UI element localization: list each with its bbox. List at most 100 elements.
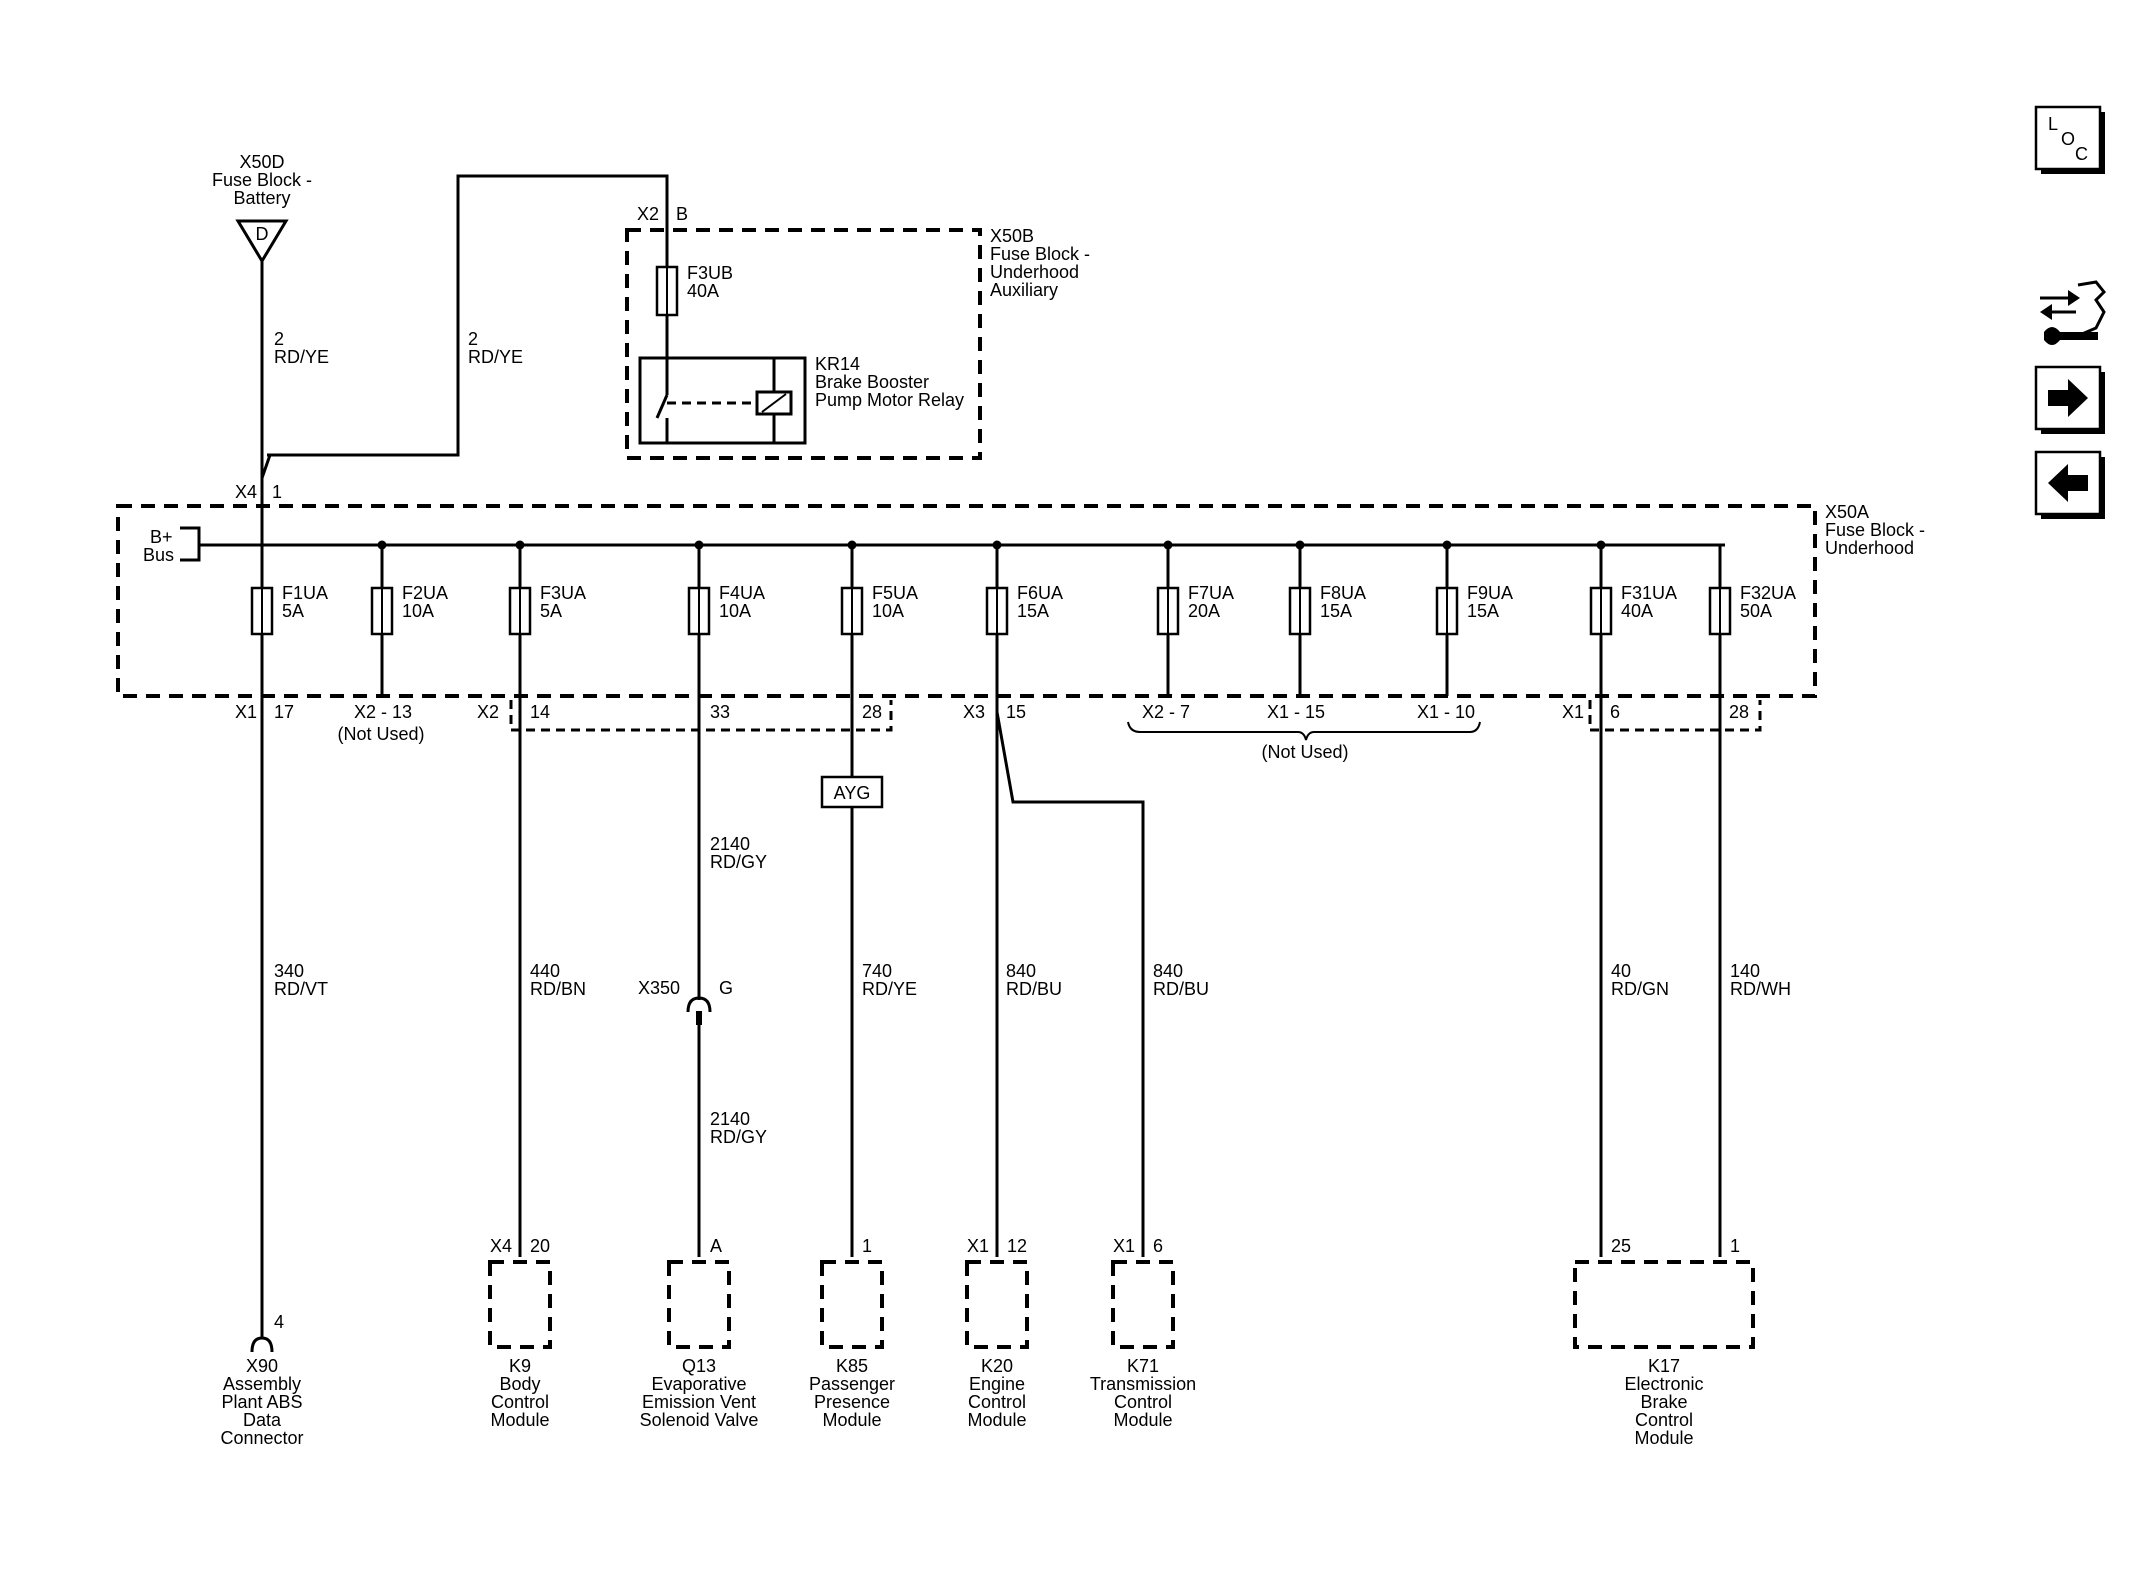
k9-label: K9	[509, 1356, 531, 1376]
fuse-name: F6UA	[1017, 583, 1063, 603]
x50b-pin: B	[676, 204, 688, 224]
next-page-button[interactable]	[2034, 365, 2105, 434]
arrow-right-frame	[2034, 365, 2102, 431]
pin-not-used-1: (Not Used)	[337, 724, 424, 744]
not-used-brace	[1127, 721, 1481, 741]
x50a-output-pins: X1 17 X2 - 13 (Not Used) X2 14 33 28 X3 …	[235, 700, 1762, 762]
f3ub-name: F3UB	[687, 263, 733, 283]
pin-x2-7: X2 - 7	[1142, 702, 1190, 722]
x90-desc-3: Data	[243, 1410, 282, 1430]
x2-connector-shell	[509, 700, 893, 732]
pin-x1-17: 17	[274, 702, 294, 722]
fuse-amperage: 10A	[719, 601, 751, 621]
x90-desc-1: Assembly	[223, 1374, 301, 1394]
wire-340-color: RD/VT	[274, 979, 328, 999]
x50a-fuses: F1UA5AF2UA10AF3UA5AF4UA10AF5UA10AF6UA15A…	[250, 540, 1796, 696]
x50d-label: X50D	[239, 152, 284, 172]
wire-440-num: 440	[530, 961, 560, 981]
arrow-right-icon	[2048, 379, 2088, 417]
fuse-amperage: 5A	[282, 601, 304, 621]
diagnostic-tool-button[interactable]	[2040, 280, 2107, 345]
bus-bracket	[180, 526, 201, 562]
fuse-amperage: 10A	[402, 601, 434, 621]
pin-x1-10: X1 - 10	[1417, 702, 1475, 722]
x4-pin: 1	[272, 482, 282, 502]
q13-desc-1: Evaporative	[651, 1374, 746, 1394]
wire-140-num: 140	[1730, 961, 1760, 981]
x50a-fuse-block-underhood: X50A Fuse Block - Underhood B+ Bus F1UA5…	[116, 502, 1925, 698]
pin-x3: X3	[963, 702, 985, 722]
previous-page-button[interactable]	[2034, 450, 2105, 519]
fuse-amperage: 15A	[1320, 601, 1352, 621]
wire-2140a-color: RD/GY	[710, 852, 767, 872]
pin-x1-15: X1 - 15	[1267, 702, 1325, 722]
k20-desc-2: Control	[968, 1392, 1026, 1412]
kr14-label: KR14	[815, 354, 860, 374]
ayg-label: AYG	[834, 783, 871, 803]
wire-340-num: 340	[274, 961, 304, 981]
wire-2140b-num: 2140	[710, 1109, 750, 1129]
nav-toolbar: L O C	[2034, 105, 2107, 519]
fuse-name: F32UA	[1740, 583, 1796, 603]
fuse-name: F31UA	[1621, 583, 1677, 603]
fuse-name: F9UA	[1467, 583, 1513, 603]
x50b-conn: X2	[637, 204, 659, 224]
pin-x2-13: X2 - 13	[354, 702, 412, 722]
fuse-name: F1UA	[282, 583, 328, 603]
pin-x3-15: 15	[1006, 702, 1026, 722]
location-button[interactable]: L O C	[2034, 105, 2105, 174]
pin-x2-33: 33	[710, 702, 730, 722]
k17-desc-3: Control	[1635, 1410, 1693, 1430]
k71-desc-3: Module	[1113, 1410, 1172, 1430]
wire-840a-num: 840	[1006, 961, 1036, 981]
bus-label: B+	[150, 527, 173, 547]
k71-module-box	[1111, 1260, 1175, 1349]
pin-x2-28: 28	[862, 702, 882, 722]
wire-740-num: 740	[862, 961, 892, 981]
k71-desc-1: Transmission	[1090, 1374, 1196, 1394]
k20-desc-1: Engine	[969, 1374, 1025, 1394]
fuse-amperage: 40A	[1621, 601, 1653, 621]
pin-x1-6: 6	[1610, 702, 1620, 722]
feed-left-num: 2	[274, 329, 284, 349]
fuse-amperage: 5A	[540, 601, 562, 621]
k17-desc-1: Electronic	[1624, 1374, 1703, 1394]
x350-pin	[696, 1011, 702, 1025]
loc-o: O	[2061, 129, 2075, 149]
loc-l: L	[2048, 114, 2058, 134]
k9-pin: 20	[530, 1236, 550, 1256]
wire-2140a-num: 2140	[710, 834, 750, 854]
x1-connector-shell	[1588, 700, 1762, 732]
x50b-desc-3: Auxiliary	[990, 280, 1058, 300]
x50d-desc-1: Fuse Block -	[212, 170, 312, 190]
q13-label: Q13	[682, 1356, 716, 1376]
k9-desc-3: Module	[490, 1410, 549, 1430]
k85-desc-2: Presence	[814, 1392, 890, 1412]
q13-pin: A	[710, 1236, 722, 1256]
pin-x1b: X1	[1562, 702, 1584, 722]
q13-desc-2: Emission Vent	[642, 1392, 756, 1412]
wire-840a-color: RD/BU	[1006, 979, 1062, 999]
k20-pin: 12	[1007, 1236, 1027, 1256]
loc-c: C	[2075, 144, 2088, 164]
bus-desc: Bus	[143, 545, 174, 565]
k17-desc-4: Module	[1634, 1428, 1693, 1448]
feed-right-num: 2	[468, 329, 478, 349]
x50d-fuse-block-battery: X50D Fuse Block - Battery D	[212, 152, 312, 264]
fuse-amperage: 20A	[1188, 601, 1220, 621]
feed-left-color: RD/YE	[274, 347, 329, 367]
k17-pin-1: 1	[1730, 1236, 1740, 1256]
fuse-name: F8UA	[1320, 583, 1366, 603]
location-icon	[2034, 105, 2102, 171]
kr14-desc-1: Brake Booster	[815, 372, 929, 392]
x350-inline-connector	[686, 996, 712, 1013]
fuse-name: F7UA	[1188, 583, 1234, 603]
k85-desc-1: Passenger	[809, 1374, 895, 1394]
